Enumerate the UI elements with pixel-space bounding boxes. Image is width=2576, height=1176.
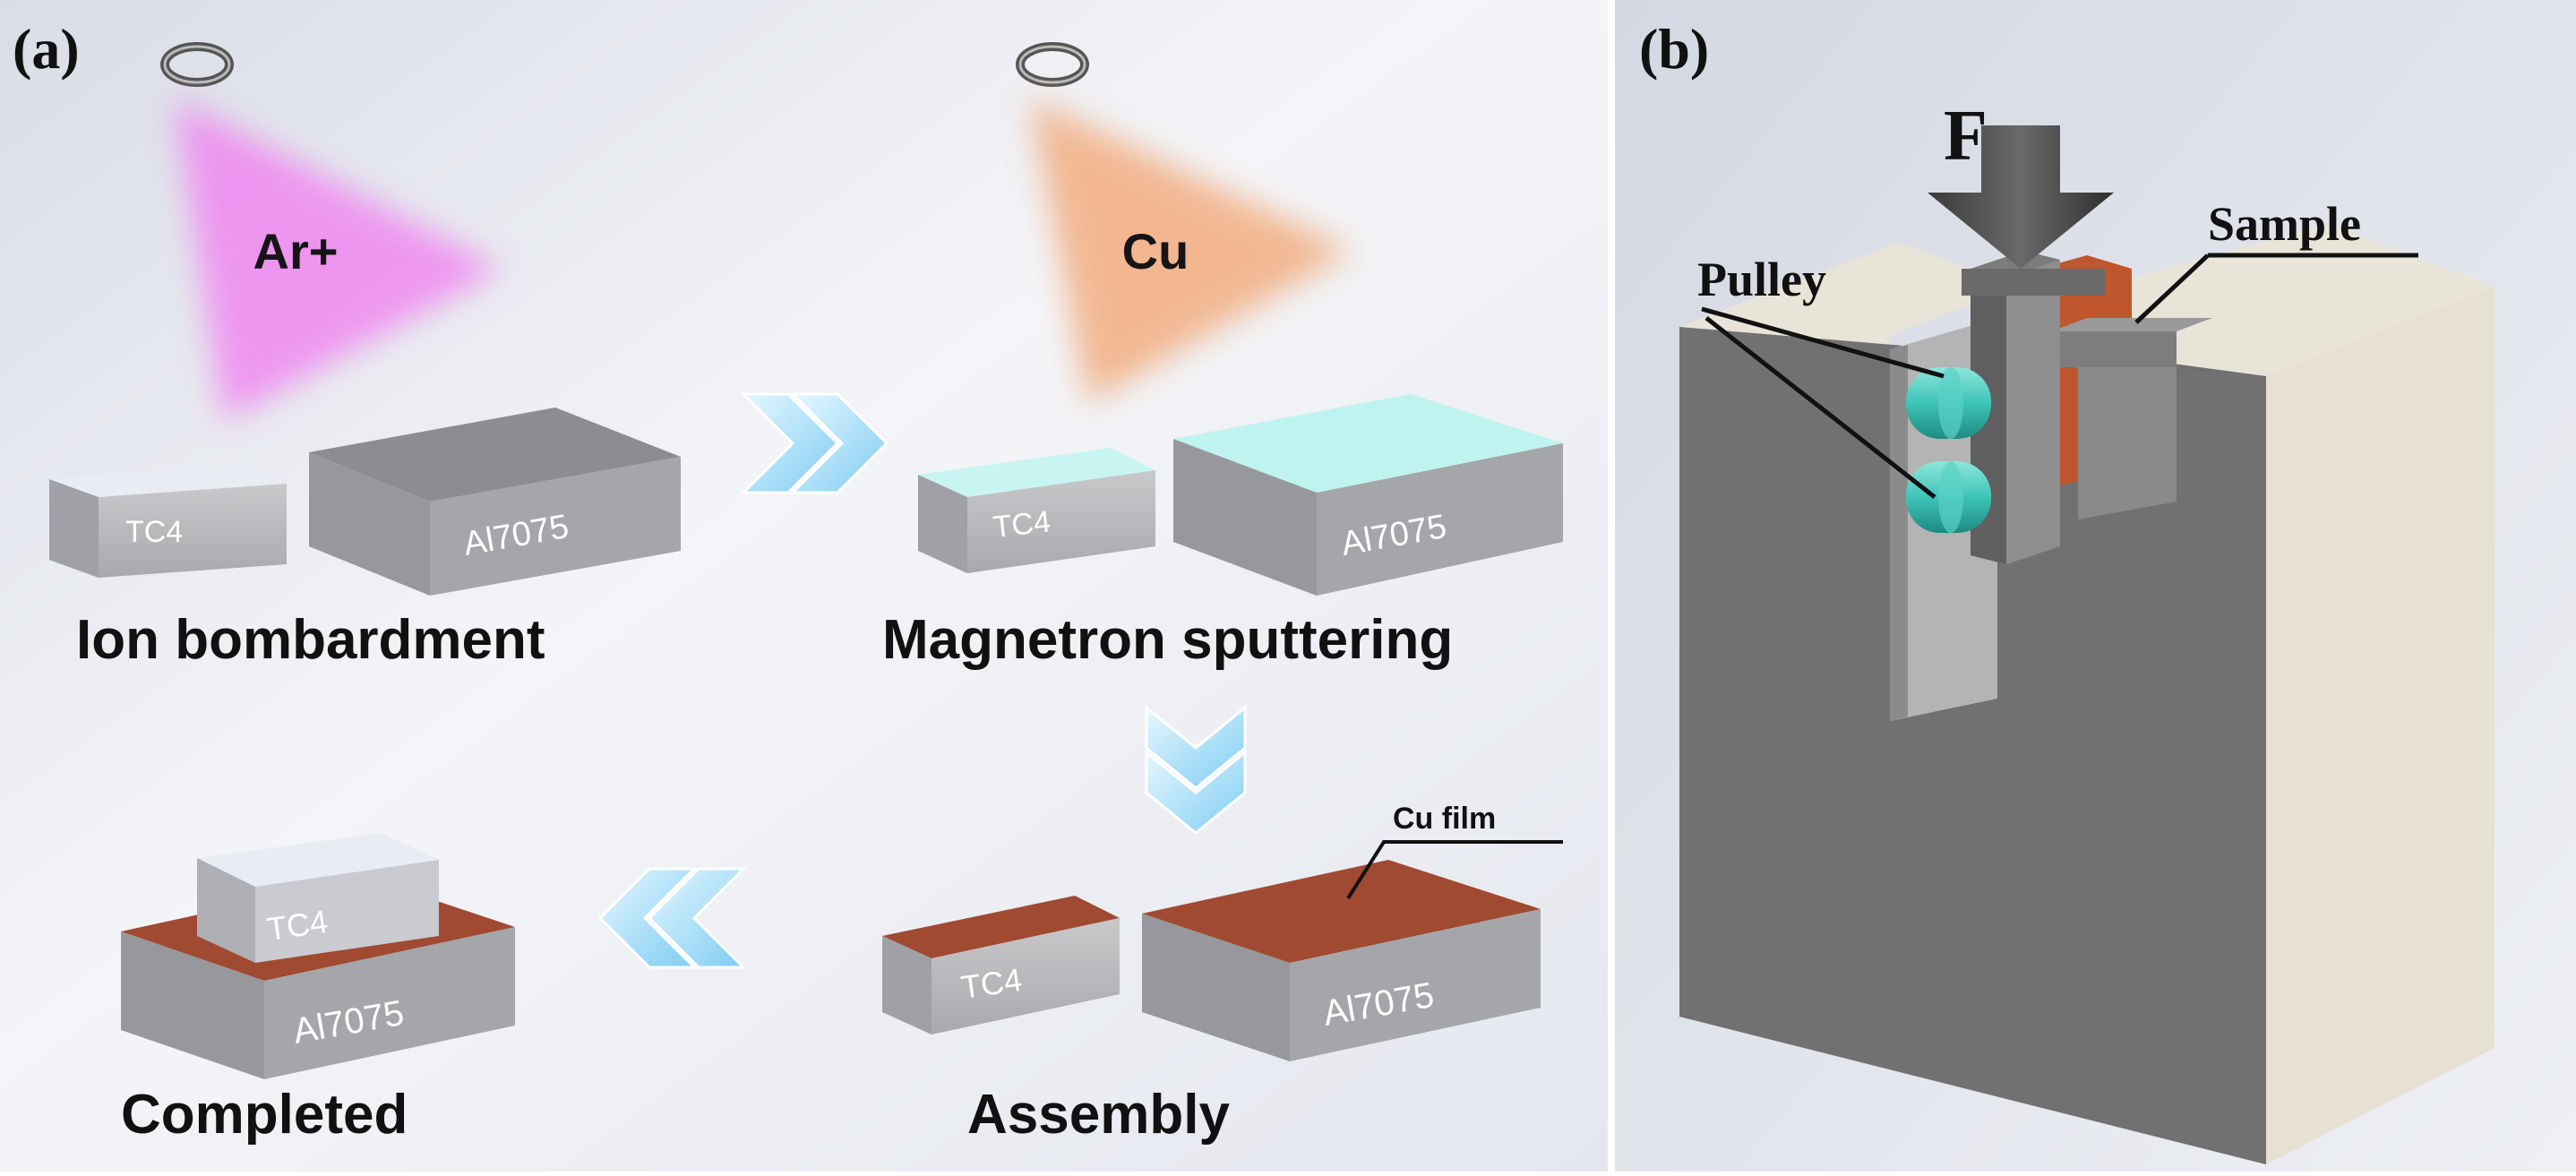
al7075-block: Al7075 <box>309 408 681 596</box>
sputter-source-ring-icon <box>1016 42 1089 87</box>
tc4-label: TC4 <box>958 961 1024 1006</box>
al7075-block-coated: Al7075 <box>1173 394 1563 596</box>
fixture-block <box>1679 224 2494 1164</box>
stage-ion-bombardment: Ar+ TC4 Al7075 Ion bombardment <box>49 42 681 671</box>
arrow-right-icon <box>740 392 889 494</box>
stage-completed: Al7075 TC4 Completed <box>121 833 515 1146</box>
pulley-upper-icon <box>1906 367 1991 439</box>
ar-beam-label: Ar+ <box>253 223 339 279</box>
panel-b: (b) <box>1615 0 2576 1172</box>
tc4-block-film: TC4 <box>882 896 1120 1034</box>
panel-a-label: (a) <box>13 17 80 81</box>
pulley-lower-icon <box>1906 461 1991 533</box>
stage-assembly: TC4 Al7075 Cu film Assembly <box>882 802 1563 1146</box>
arrow-left-icon <box>597 867 747 969</box>
pulley-label: Pulley <box>1697 253 1826 306</box>
ar-ion-beam <box>175 99 502 421</box>
panel-divider <box>1608 0 1615 1172</box>
tc4-label: TC4 <box>125 515 183 549</box>
al7075-block-film: Al7075 <box>1142 860 1541 1061</box>
force-arrow-icon: F <box>1928 97 2114 269</box>
ion-bombardment-caption: Ion bombardment <box>76 609 545 671</box>
stage-magnetron-sputtering: Cu TC4 Al7075 Magnetron sputtering <box>882 42 1563 671</box>
pulley-callout: Pulley <box>1697 253 1945 499</box>
cu-sputter-beam <box>1030 99 1352 403</box>
tc4-block-coated: TC4 <box>918 448 1155 573</box>
panel-b-label: (b) <box>1639 17 1709 81</box>
tc4-label: TC4 <box>992 504 1052 545</box>
panel-a: (a) Ar+ TC4 Al7075 Ion bo <box>0 0 1608 1172</box>
completed-caption: Completed <box>121 1084 408 1146</box>
ion-source-ring-icon <box>160 42 234 87</box>
plunger <box>1962 251 2105 564</box>
arrow-down-icon <box>1145 704 1247 835</box>
tc4-label: TC4 <box>264 903 330 948</box>
sample-callout: Sample <box>2134 197 2418 324</box>
tc4-block: TC4 <box>49 466 287 578</box>
tc4-top-block: TC4 <box>197 833 439 963</box>
cu-film-label: Cu film <box>1393 802 1496 836</box>
cu-beam-label: Cu <box>1122 223 1189 279</box>
cu-film-callout: Cu film <box>1346 802 1563 900</box>
sample-label: Sample <box>2208 197 2361 251</box>
magnetron-sputtering-caption: Magnetron sputtering <box>882 609 1453 671</box>
force-label: F <box>1944 97 1988 176</box>
assembly-caption: Assembly <box>967 1084 1230 1146</box>
